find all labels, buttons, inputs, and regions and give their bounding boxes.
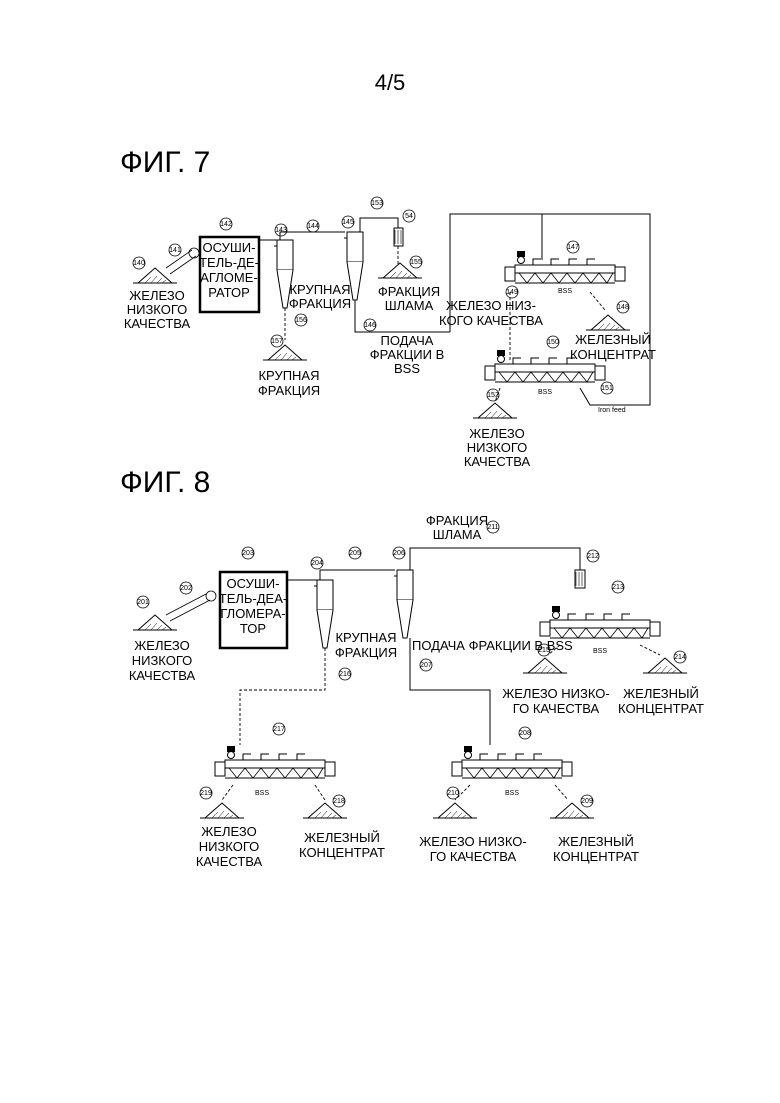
fig8-ref: 206 [393,550,405,557]
fig7-bss1-label: BSS [558,288,572,295]
figure-8-diagram: BSS BSS BSS 201 202 203 204 205 206 211 … [129,513,704,869]
fig7-ref: 150 [547,339,559,346]
fig7-feed-bss-label: ПОДАЧАФРАКЦИИ ВBSS [370,333,445,376]
fig8-ref: 211 [487,524,498,531]
fig8-ref: 217 [273,726,285,733]
fig7-ref: 153 [371,200,383,207]
fig8-concentrate-right-label: ЖЕЛЕЗНЫЙКОНЦЕНТРАТ [618,686,704,716]
fig8-ref: 213 [612,584,624,591]
fig7-ref: 144 [307,223,319,230]
fig7-iron-feed-label: Iron feed [598,407,626,414]
fig7-ref: 149 [506,289,518,296]
fig7-low-grade-bottom-label: ЖЕЛЕЗОНИЗКОГОКАЧЕСТВА [464,426,531,469]
fig7-coarse-side-label: КРУПНАЯФРАКЦИЯ [289,282,351,311]
fig8-bss-right-label: BSS [593,648,607,655]
fig8-ref: 208 [519,730,531,737]
fig8-low-grade-left-label: ЖЕЛЕЗОНИЗКОГОКАЧЕСТВА [196,824,263,869]
fig7-ref: 54 [405,213,413,220]
fig8-bss-center-label: BSS [505,790,519,797]
fig7-ref: 156 [295,317,307,324]
fig8-feed-label: ЖЕЛЕЗОНИЗКОГОКАЧЕСТВА [129,638,196,683]
fig7-bss2-label: BSS [538,389,552,396]
fig8-slime-label: ФРАКЦИЯШЛАМА [426,513,488,542]
fig8-low-grade-center-label: ЖЕЛЕЗО НИЗКО-ГО КАЧЕСТВА [419,834,526,864]
fig8-low-grade-right-label: ЖЕЛЕЗО НИЗКО-ГО КАЧЕСТВА [502,686,609,716]
fig7-coarse-bottom-label: КРУПНАЯФРАКЦИЯ [258,368,320,398]
fig8-ref: 212 [587,553,599,560]
fig8-ref: 210 [447,790,459,797]
fig7-ref: 140 [133,260,145,267]
fig7-slime-label: ФРАКЦИЯШЛАМА [378,284,440,313]
fig7-feed-label: ЖЕЛЕЗОНИЗКОГОКАЧЕСТВА [124,288,191,331]
fig7-ref: 155 [410,259,422,266]
fig7-ref: 157 [271,338,283,345]
fig7-ref: 146 [364,322,376,329]
fig8-ref: 204 [311,560,323,567]
fig8-bss-left-label: BSS [255,790,269,797]
fig8-ref: 218 [333,798,345,805]
fig8-concentrate-center-label: ЖЕЛЕЗНЫЙКОНЦЕНТРАТ [553,834,639,864]
fig8-ref: 205 [349,550,361,557]
fig7-ref: 145 [342,219,354,226]
fig8-ref: 201 [137,599,149,606]
fig7-ref: 143 [275,227,287,234]
fig8-ref: 209 [581,798,593,805]
fig8-feed-bss-label: ПОДАЧА ФРАКЦИИ В BSS [412,638,573,653]
fig8-ref: 219 [200,790,212,797]
fig7-ref: 152 [487,392,499,399]
fig8-ref: 214 [674,654,686,661]
fig7-low-grade-mid-label: ЖЕЛЕЗО НИЗ-КОГО КАЧЕСТВА [439,298,543,328]
figure-7-diagram: Iron feed BSS BSS 140 141 142 143 144 14… [124,197,656,469]
fig8-coarse-label: КРУПНАЯФРАКЦИЯ [335,630,397,660]
fig7-ref: 148 [617,304,629,311]
fig7-ref: 151 [601,385,613,392]
fig8-ref: 207 [420,662,432,669]
fig7-ref: 141 [169,247,181,254]
fig8-ref: 216 [339,671,351,678]
fig7-ref: 147 [567,244,579,251]
fig7-ref: 142 [220,221,232,228]
fig8-ref: 202 [180,585,192,592]
fig7-concentrate-label: ЖЕЛЕЗНЫЙКОНЦЕНТРАТ [570,332,656,362]
fig8-concentrate-left-label: ЖЕЛЕЗНЫЙКОНЦЕНТРАТ [299,830,385,860]
fig8-ref: 203 [242,550,254,557]
